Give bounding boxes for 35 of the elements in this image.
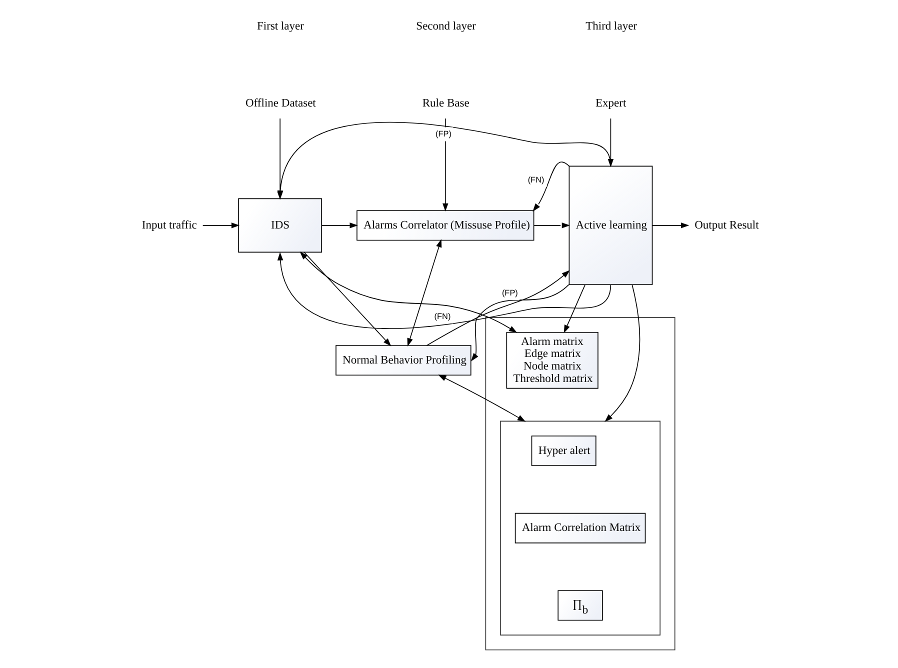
edge-label: (FN) bbox=[527, 175, 544, 184]
node-text: Rule Base bbox=[422, 98, 469, 110]
arrow bbox=[202, 222, 240, 228]
arrow bbox=[406, 239, 442, 346]
node-box: IDS bbox=[238, 198, 322, 253]
arrow bbox=[437, 374, 526, 422]
arrow bbox=[604, 284, 640, 422]
arrow bbox=[426, 270, 570, 346]
node-box: Alarm matrix Edge matrix Node matrix Threshold matrix bbox=[506, 332, 598, 389]
arrow bbox=[651, 222, 689, 228]
arrow bbox=[532, 162, 570, 212]
arrow bbox=[563, 284, 586, 334]
arrow bbox=[533, 222, 570, 228]
edge-label: (FN) bbox=[434, 312, 450, 322]
arrow bbox=[299, 251, 517, 333]
node-box: Normal Behavior Profiling bbox=[335, 345, 471, 376]
node-text: Input traffic bbox=[141, 219, 196, 232]
node-box: Alarm Correlation Matrix bbox=[514, 512, 646, 544]
cluster bbox=[484, 317, 675, 650]
node-text: Offline Dataset bbox=[245, 98, 316, 110]
label: Third layer bbox=[585, 20, 637, 32]
label: Second layer bbox=[416, 20, 476, 32]
label: First layer bbox=[256, 20, 304, 32]
edge-label: (FP) bbox=[435, 130, 451, 139]
cluster bbox=[500, 420, 660, 636]
arrow bbox=[442, 118, 448, 212]
node-box: Active learning bbox=[568, 166, 652, 286]
node-text: Output Result bbox=[694, 219, 758, 232]
node-box: Hyper alert bbox=[530, 436, 596, 466]
arrow bbox=[276, 252, 611, 329]
arrow bbox=[320, 222, 358, 228]
arrow bbox=[303, 252, 391, 346]
node-box: Alarms Correlator (Missuse Profile) bbox=[356, 210, 534, 241]
node-text: Expert bbox=[595, 98, 626, 110]
edge-label: (FP) bbox=[501, 288, 518, 298]
